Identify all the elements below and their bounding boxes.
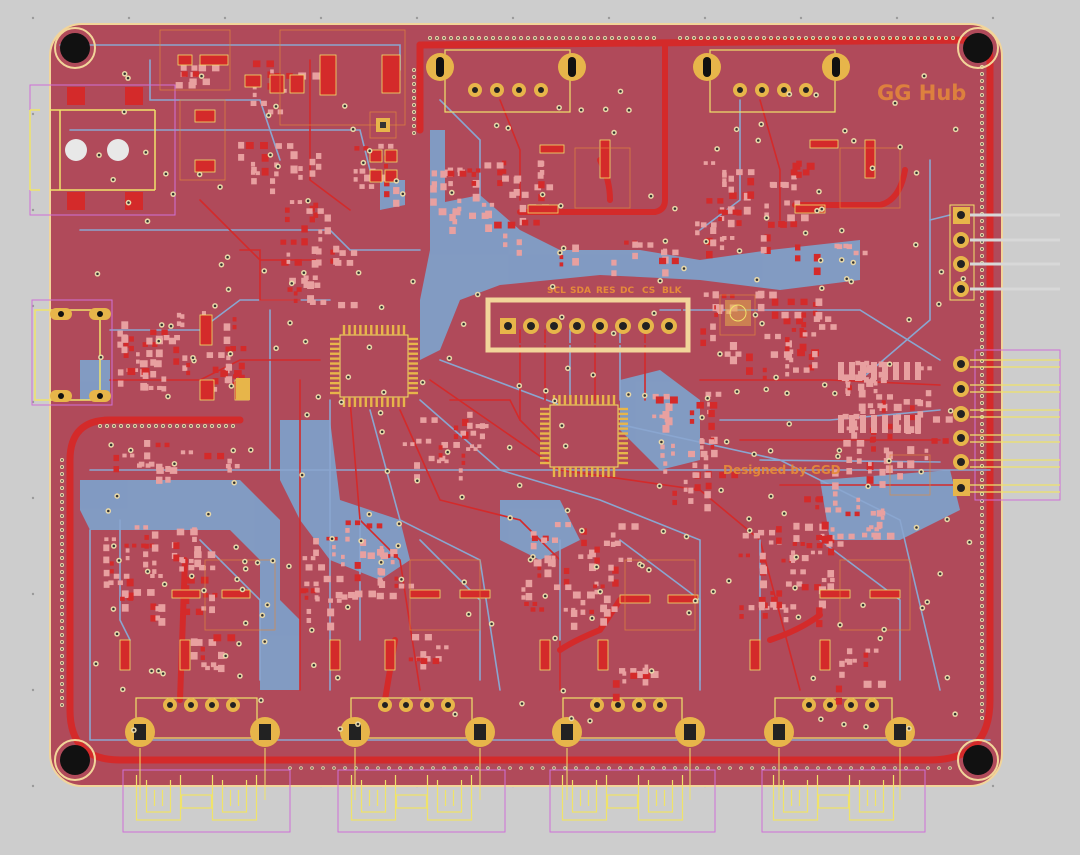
usb-port-bottom-1 bbox=[122, 697, 291, 833]
pin-label-sda: SDA bbox=[570, 286, 591, 296]
pin-header-right-6 bbox=[953, 349, 1061, 501]
mounting-holes bbox=[54, 27, 999, 781]
mounting-hole-top-right bbox=[957, 27, 999, 69]
display-pin-labels: SCL SDA RES DC CS BLK bbox=[547, 286, 683, 296]
ic-hub-controller bbox=[330, 325, 418, 407]
pin-label-scl: SCL bbox=[547, 286, 566, 296]
pin-label-cs: CS bbox=[642, 286, 655, 296]
display-header: SCL SDA RES DC CS BLK bbox=[485, 286, 691, 353]
usb-port-bottom-4 bbox=[761, 697, 926, 833]
mounting-hole-bottom-right bbox=[957, 739, 999, 781]
vias bbox=[93, 71, 973, 733]
pin-header-right-4 bbox=[949, 204, 1060, 301]
usb-ports-bottom bbox=[122, 697, 926, 833]
pin-label-blk: BLK bbox=[662, 286, 683, 296]
mounting-hole-top-left bbox=[54, 27, 96, 69]
ic-mcu bbox=[540, 395, 628, 477]
board-credit: Designed by GGD bbox=[723, 463, 841, 477]
usb-port-top-2 bbox=[693, 49, 850, 113]
usb-port-top-1 bbox=[426, 49, 586, 113]
pin-label-dc: DC bbox=[620, 286, 634, 296]
board-title: GG Hub bbox=[877, 81, 966, 105]
usb-connector-left bbox=[31, 299, 113, 406]
usb-port-bottom-3 bbox=[549, 697, 716, 833]
pin-label-res: RES bbox=[596, 286, 616, 296]
power-jack bbox=[29, 84, 176, 216]
mounting-hole-bottom-left bbox=[54, 739, 96, 781]
edge-via-stitching bbox=[60, 36, 984, 770]
smd-components bbox=[103, 29, 953, 705]
usb-port-bottom-2 bbox=[337, 697, 506, 833]
